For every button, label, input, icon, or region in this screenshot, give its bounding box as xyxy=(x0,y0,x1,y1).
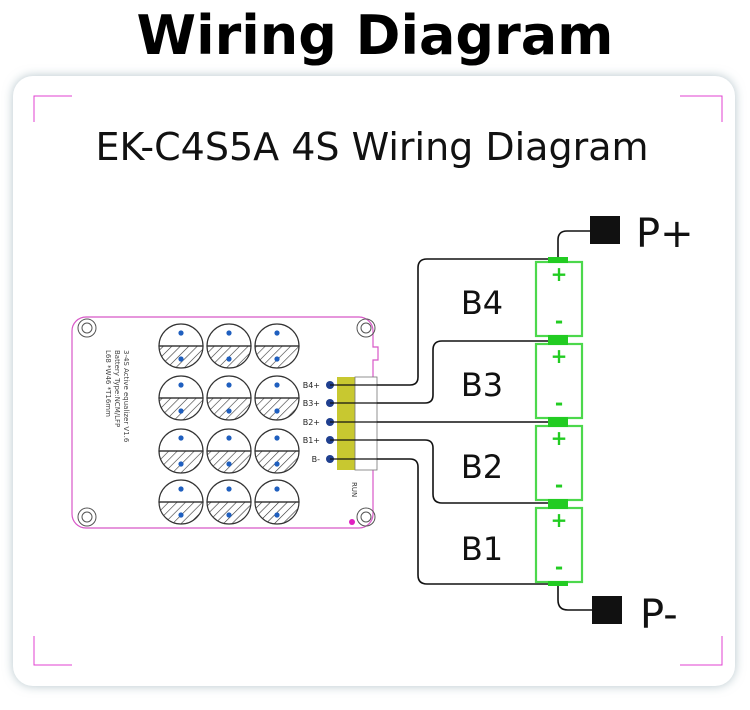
wires xyxy=(377,230,592,611)
mounting-hole xyxy=(356,507,376,527)
run-label: RUN xyxy=(350,482,358,497)
negative-terminal-label: P- xyxy=(640,592,678,638)
positive-terminal-label: P+ xyxy=(636,211,694,257)
battery-cell-b2: +- xyxy=(534,421,584,504)
connector-pins: B4+ B3+ B2+ B1+ B- xyxy=(303,381,377,464)
positive-cap xyxy=(548,339,568,345)
silk-line: Battery Type:NCM/LFP xyxy=(113,350,121,427)
minus-sign: - xyxy=(555,473,563,497)
negative-cap xyxy=(548,581,568,586)
silk-line: L68 *W46 *T16mm xyxy=(104,350,112,417)
plus-sign: + xyxy=(551,344,568,368)
capacitor xyxy=(158,375,204,421)
positive-cap xyxy=(548,421,568,427)
pin-label: B- xyxy=(312,455,320,464)
mounting-hole xyxy=(356,318,376,338)
wire xyxy=(377,458,558,585)
capacitor xyxy=(206,323,252,369)
minus-sign: - xyxy=(555,391,563,415)
pin-label: B1+ xyxy=(303,436,320,445)
capacitor xyxy=(254,375,300,421)
pin-label: B2+ xyxy=(303,418,320,427)
capacitor xyxy=(158,428,204,474)
wire xyxy=(377,258,558,386)
capacitor-grid xyxy=(158,323,300,525)
terminal-negative: P- xyxy=(592,592,678,638)
capacitor xyxy=(158,323,204,369)
battery-cell-b3: +- xyxy=(534,339,584,422)
mounting-hole xyxy=(77,318,97,338)
board-outline xyxy=(71,316,379,529)
capacitor xyxy=(254,323,300,369)
negative-cap xyxy=(548,417,568,422)
negative-terminal-block xyxy=(592,596,622,624)
capacitor xyxy=(206,428,252,474)
capacitor xyxy=(206,479,252,525)
positive-cap xyxy=(548,257,568,263)
capacitor xyxy=(158,479,204,525)
battery-label: B2 xyxy=(461,448,503,486)
connector-header xyxy=(337,377,355,470)
indicator-led xyxy=(349,519,355,525)
terminal-positive: P+ xyxy=(590,211,694,257)
minus-sign: - xyxy=(555,555,563,579)
connector-socket xyxy=(354,376,378,471)
plus-sign: + xyxy=(551,426,568,450)
silkscreen-text: 3-4S Active equalizer V1.6 Battery Type:… xyxy=(104,350,130,443)
capacitor xyxy=(254,479,300,525)
negative-cap xyxy=(548,499,568,504)
plus-sign: + xyxy=(551,262,568,286)
wire xyxy=(557,230,590,259)
pin-label: B3+ xyxy=(303,399,320,408)
heading: Wiring Diagram xyxy=(136,4,614,67)
wire xyxy=(377,439,558,504)
battery-label: B3 xyxy=(461,366,503,404)
capacitor xyxy=(254,428,300,474)
capacitor xyxy=(206,375,252,421)
wire xyxy=(557,584,592,611)
pcb-board: 3-4S Active equalizer V1.6 Battery Type:… xyxy=(71,316,379,529)
minus-sign: - xyxy=(555,309,563,333)
battery-cell-b4: +- xyxy=(534,257,584,340)
wire xyxy=(377,340,558,404)
mounting-hole xyxy=(77,507,97,527)
positive-cap xyxy=(548,503,568,509)
corner-marks xyxy=(33,95,723,666)
battery-cell-b1: +- xyxy=(534,503,584,586)
negative-cap xyxy=(548,335,568,340)
pin-label: B4+ xyxy=(303,381,320,390)
battery-label: B1 xyxy=(461,530,503,568)
battery-cells: +-B4+-B3+-B2+-B1 xyxy=(461,257,584,586)
battery-label: B4 xyxy=(461,284,503,322)
diagram-title: EK-C4S5A 4S Wiring Diagram xyxy=(95,125,648,169)
silk-line: 3-4S Active equalizer V1.6 xyxy=(122,350,130,443)
plus-sign: + xyxy=(551,508,568,532)
positive-terminal-block xyxy=(590,216,620,244)
